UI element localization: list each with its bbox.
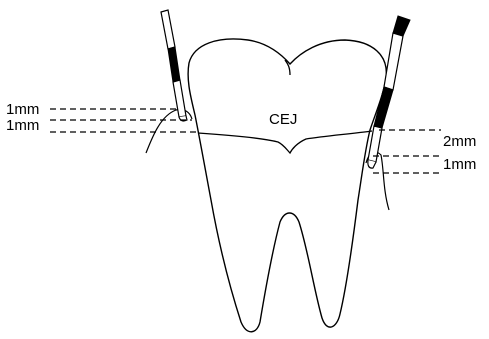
left-lower-measure-label: 1mm bbox=[6, 118, 39, 133]
right-dashed-lines bbox=[373, 130, 441, 173]
right-upper-measure-label: 2mm bbox=[443, 134, 476, 149]
left-probe bbox=[161, 10, 187, 121]
left-upper-measure-label: 1mm bbox=[6, 102, 39, 117]
tooth-outline bbox=[188, 39, 386, 332]
right-lower-measure-label: 1mm bbox=[443, 157, 476, 172]
cej-label: CEJ bbox=[268, 112, 298, 127]
left-dashed-lines bbox=[50, 109, 200, 132]
